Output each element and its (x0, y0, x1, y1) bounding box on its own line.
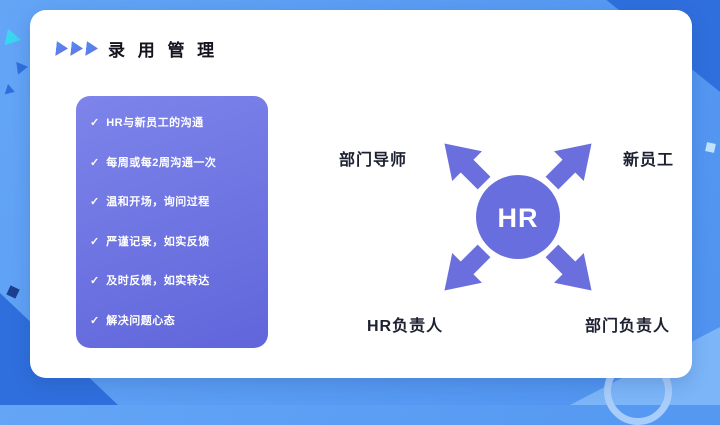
node-label-bottom-right: 部门负责人 (585, 318, 671, 335)
checklist-panel: ✓ HR与新员工的沟通 ✓ 每周或每2周沟通一次 ✓ 温和开场，询问过程 ✓ 严… (76, 96, 268, 348)
triangle-decoration-blue-1 (16, 60, 29, 74)
hub-label: HR (498, 203, 539, 233)
title-arrow-icons (56, 41, 98, 56)
checklist-item-label: 解决问题心态 (106, 314, 176, 327)
checklist-item: ✓ 温和开场，询问过程 (90, 195, 254, 209)
arrow-top-left-icon (444, 143, 491, 190)
check-icon: ✓ (90, 275, 100, 288)
arrow-top-right-icon (545, 143, 592, 190)
hub-circle (476, 175, 560, 259)
triangle-decoration-blue-2 (5, 84, 17, 97)
triangle-decoration-cyan (4, 29, 22, 49)
checklist-item: ✓ 解决问题心态 (90, 314, 254, 328)
checklist-item: ✓ 及时反馈，如实转达 (90, 274, 254, 288)
diagram-graphic: HR (444, 143, 592, 291)
checklist-item-label: 每周或每2周沟通一次 (106, 156, 217, 169)
checklist-item-label: 温和开场，询问过程 (106, 196, 210, 209)
arrow-bottom-left-icon (444, 244, 491, 291)
node-label-top-left: 部门导师 (339, 152, 408, 169)
arrow-right-icon (85, 41, 99, 56)
title-row: 录 用 管 理 (56, 36, 218, 61)
hr-communication-diagram: HR 部门导师 新员工 HR负责人 部门负责人 (315, 106, 710, 351)
checklist-item: ✓ 严谨记录，如实反馈 (90, 235, 254, 249)
checklist-item-label: 及时反馈，如实转达 (106, 275, 210, 288)
check-icon: ✓ (90, 156, 100, 169)
node-label-bottom-left: HR负责人 (367, 318, 444, 335)
checklist-item-label: 严谨记录，如实反馈 (106, 235, 210, 248)
checklist-item-label: HR与新员工的沟通 (106, 117, 204, 129)
arrow-right-icon (70, 41, 84, 56)
square-decoration-navy (6, 285, 20, 299)
check-icon: ✓ (90, 117, 100, 129)
check-icon: ✓ (90, 314, 100, 327)
checklist-item: ✓ 每周或每2周沟通一次 (90, 156, 254, 170)
arrow-right-icon (55, 41, 69, 56)
page-title: 录 用 管 理 (108, 41, 219, 60)
slide-card: 录 用 管 理 ✓ HR与新员工的沟通 ✓ 每周或每2周沟通一次 ✓ 温和开场，… (30, 10, 692, 378)
arrow-bottom-right-icon (545, 244, 592, 291)
node-label-top-right: 新员工 (623, 152, 675, 169)
check-icon: ✓ (90, 196, 100, 209)
check-icon: ✓ (90, 235, 100, 248)
checklist-item: ✓ HR与新员工的沟通 (90, 116, 254, 130)
